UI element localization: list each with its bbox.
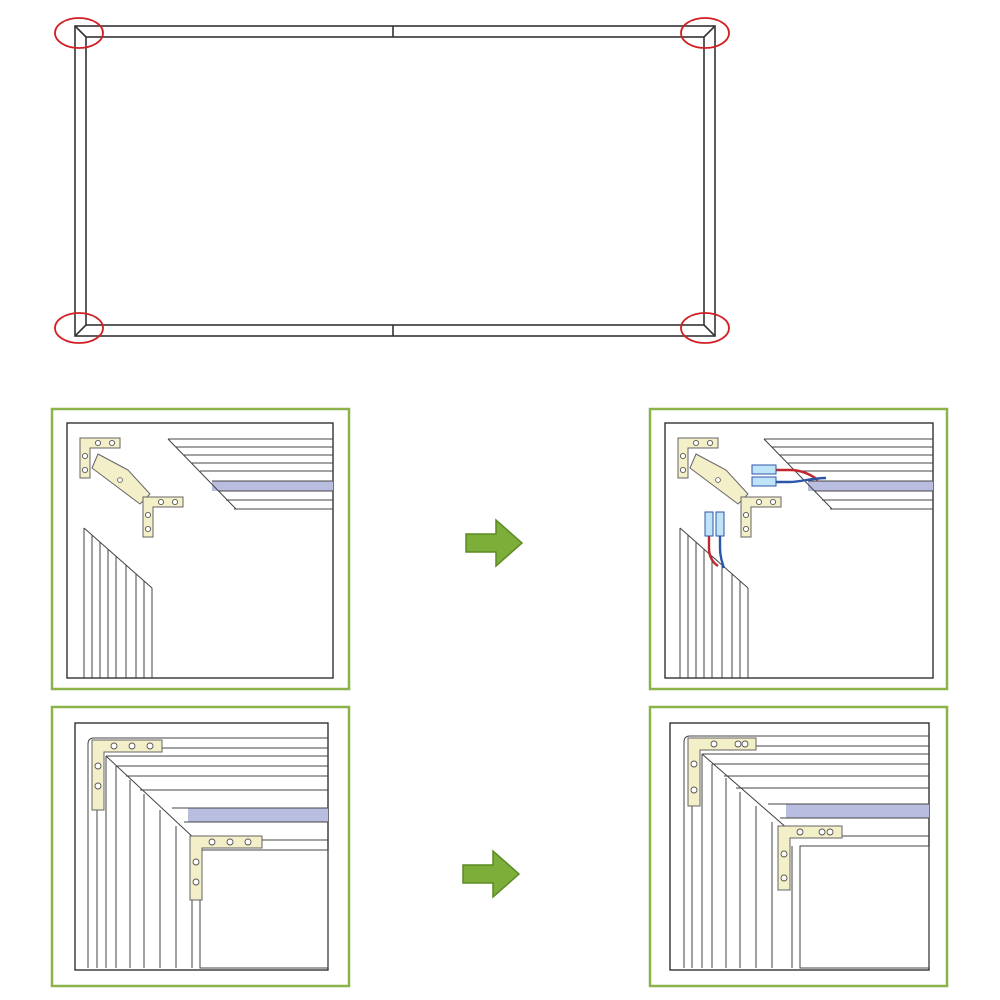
step2-arrow	[462, 850, 520, 898]
step1-after-panel	[648, 407, 949, 691]
top-profile	[763, 438, 933, 510]
side-profile	[679, 527, 749, 678]
step1-before-panel	[50, 407, 351, 691]
corner-bracket-detached	[79, 437, 184, 538]
top-profile	[167, 438, 333, 510]
electrical-connectors	[704, 464, 827, 569]
step2-after-panel	[648, 705, 949, 988]
step2-before-panel	[50, 705, 351, 988]
corner-bracket-screwed	[687, 737, 843, 891]
corner-marker-bottom-right	[680, 312, 730, 344]
corner-marker-top-right	[680, 17, 730, 49]
corner-bracket-detached	[677, 437, 782, 538]
side-profile	[83, 527, 153, 678]
outer-frame-profile	[87, 737, 329, 969]
frame-outline	[74, 25, 716, 337]
overview-frame	[54, 17, 730, 344]
corner-bracket-inserted	[91, 739, 263, 901]
corner-marker-bottom-left	[54, 312, 104, 344]
corner-marker-top-left	[54, 17, 104, 49]
step1-arrow	[465, 519, 523, 567]
